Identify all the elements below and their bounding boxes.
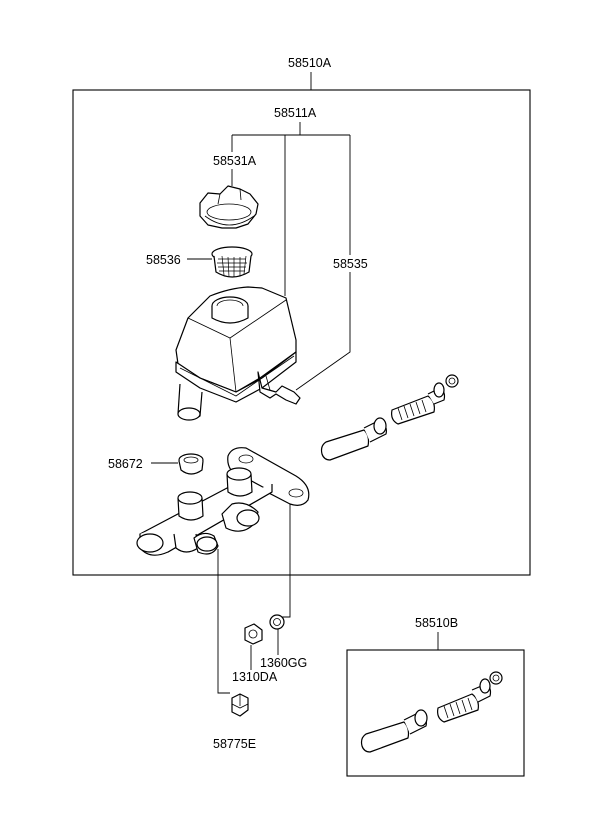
assembly-frame: [72, 89, 531, 576]
piston-assembly: [320, 374, 459, 461]
plug: [231, 693, 249, 717]
reservoir-cap: [199, 185, 259, 229]
repair-kit-pistons: [360, 671, 503, 753]
reservoir-grommet: [178, 453, 204, 475]
label-1310DA: 1310DA: [232, 670, 278, 684]
label-58536: 58536: [146, 253, 181, 267]
washer: [269, 614, 285, 630]
label-58775E: 58775E: [213, 737, 256, 751]
master-cylinder-body: [136, 447, 310, 556]
nut: [244, 623, 263, 645]
label-1360GG: 1360GG: [260, 656, 307, 670]
label-58511A: 58511A: [274, 106, 317, 120]
repair-kit-frame: [346, 649, 525, 777]
reservoir-strainer: [211, 246, 253, 278]
label-58535: 58535: [333, 257, 368, 271]
label-58531A: 58531A: [213, 154, 257, 168]
label-58672: 58672: [108, 457, 143, 471]
label-58510B: 58510B: [415, 616, 458, 630]
label-58510A: 58510A: [288, 56, 332, 70]
brake-fluid-reservoir: [175, 286, 301, 421]
